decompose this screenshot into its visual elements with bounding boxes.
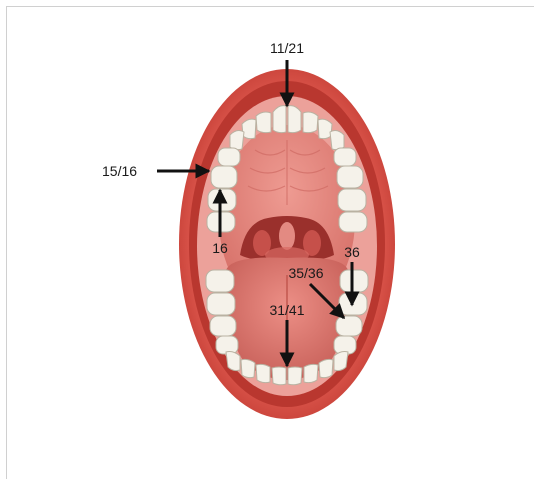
label-31-41: 31/41 — [269, 302, 304, 318]
uvula — [279, 222, 295, 250]
label-15-16: 15/16 — [102, 163, 137, 179]
label-36: 36 — [344, 244, 360, 260]
label-35-36: 35/36 — [288, 265, 323, 281]
label-16: 16 — [212, 240, 228, 256]
label-11-21: 11/21 — [270, 40, 304, 56]
